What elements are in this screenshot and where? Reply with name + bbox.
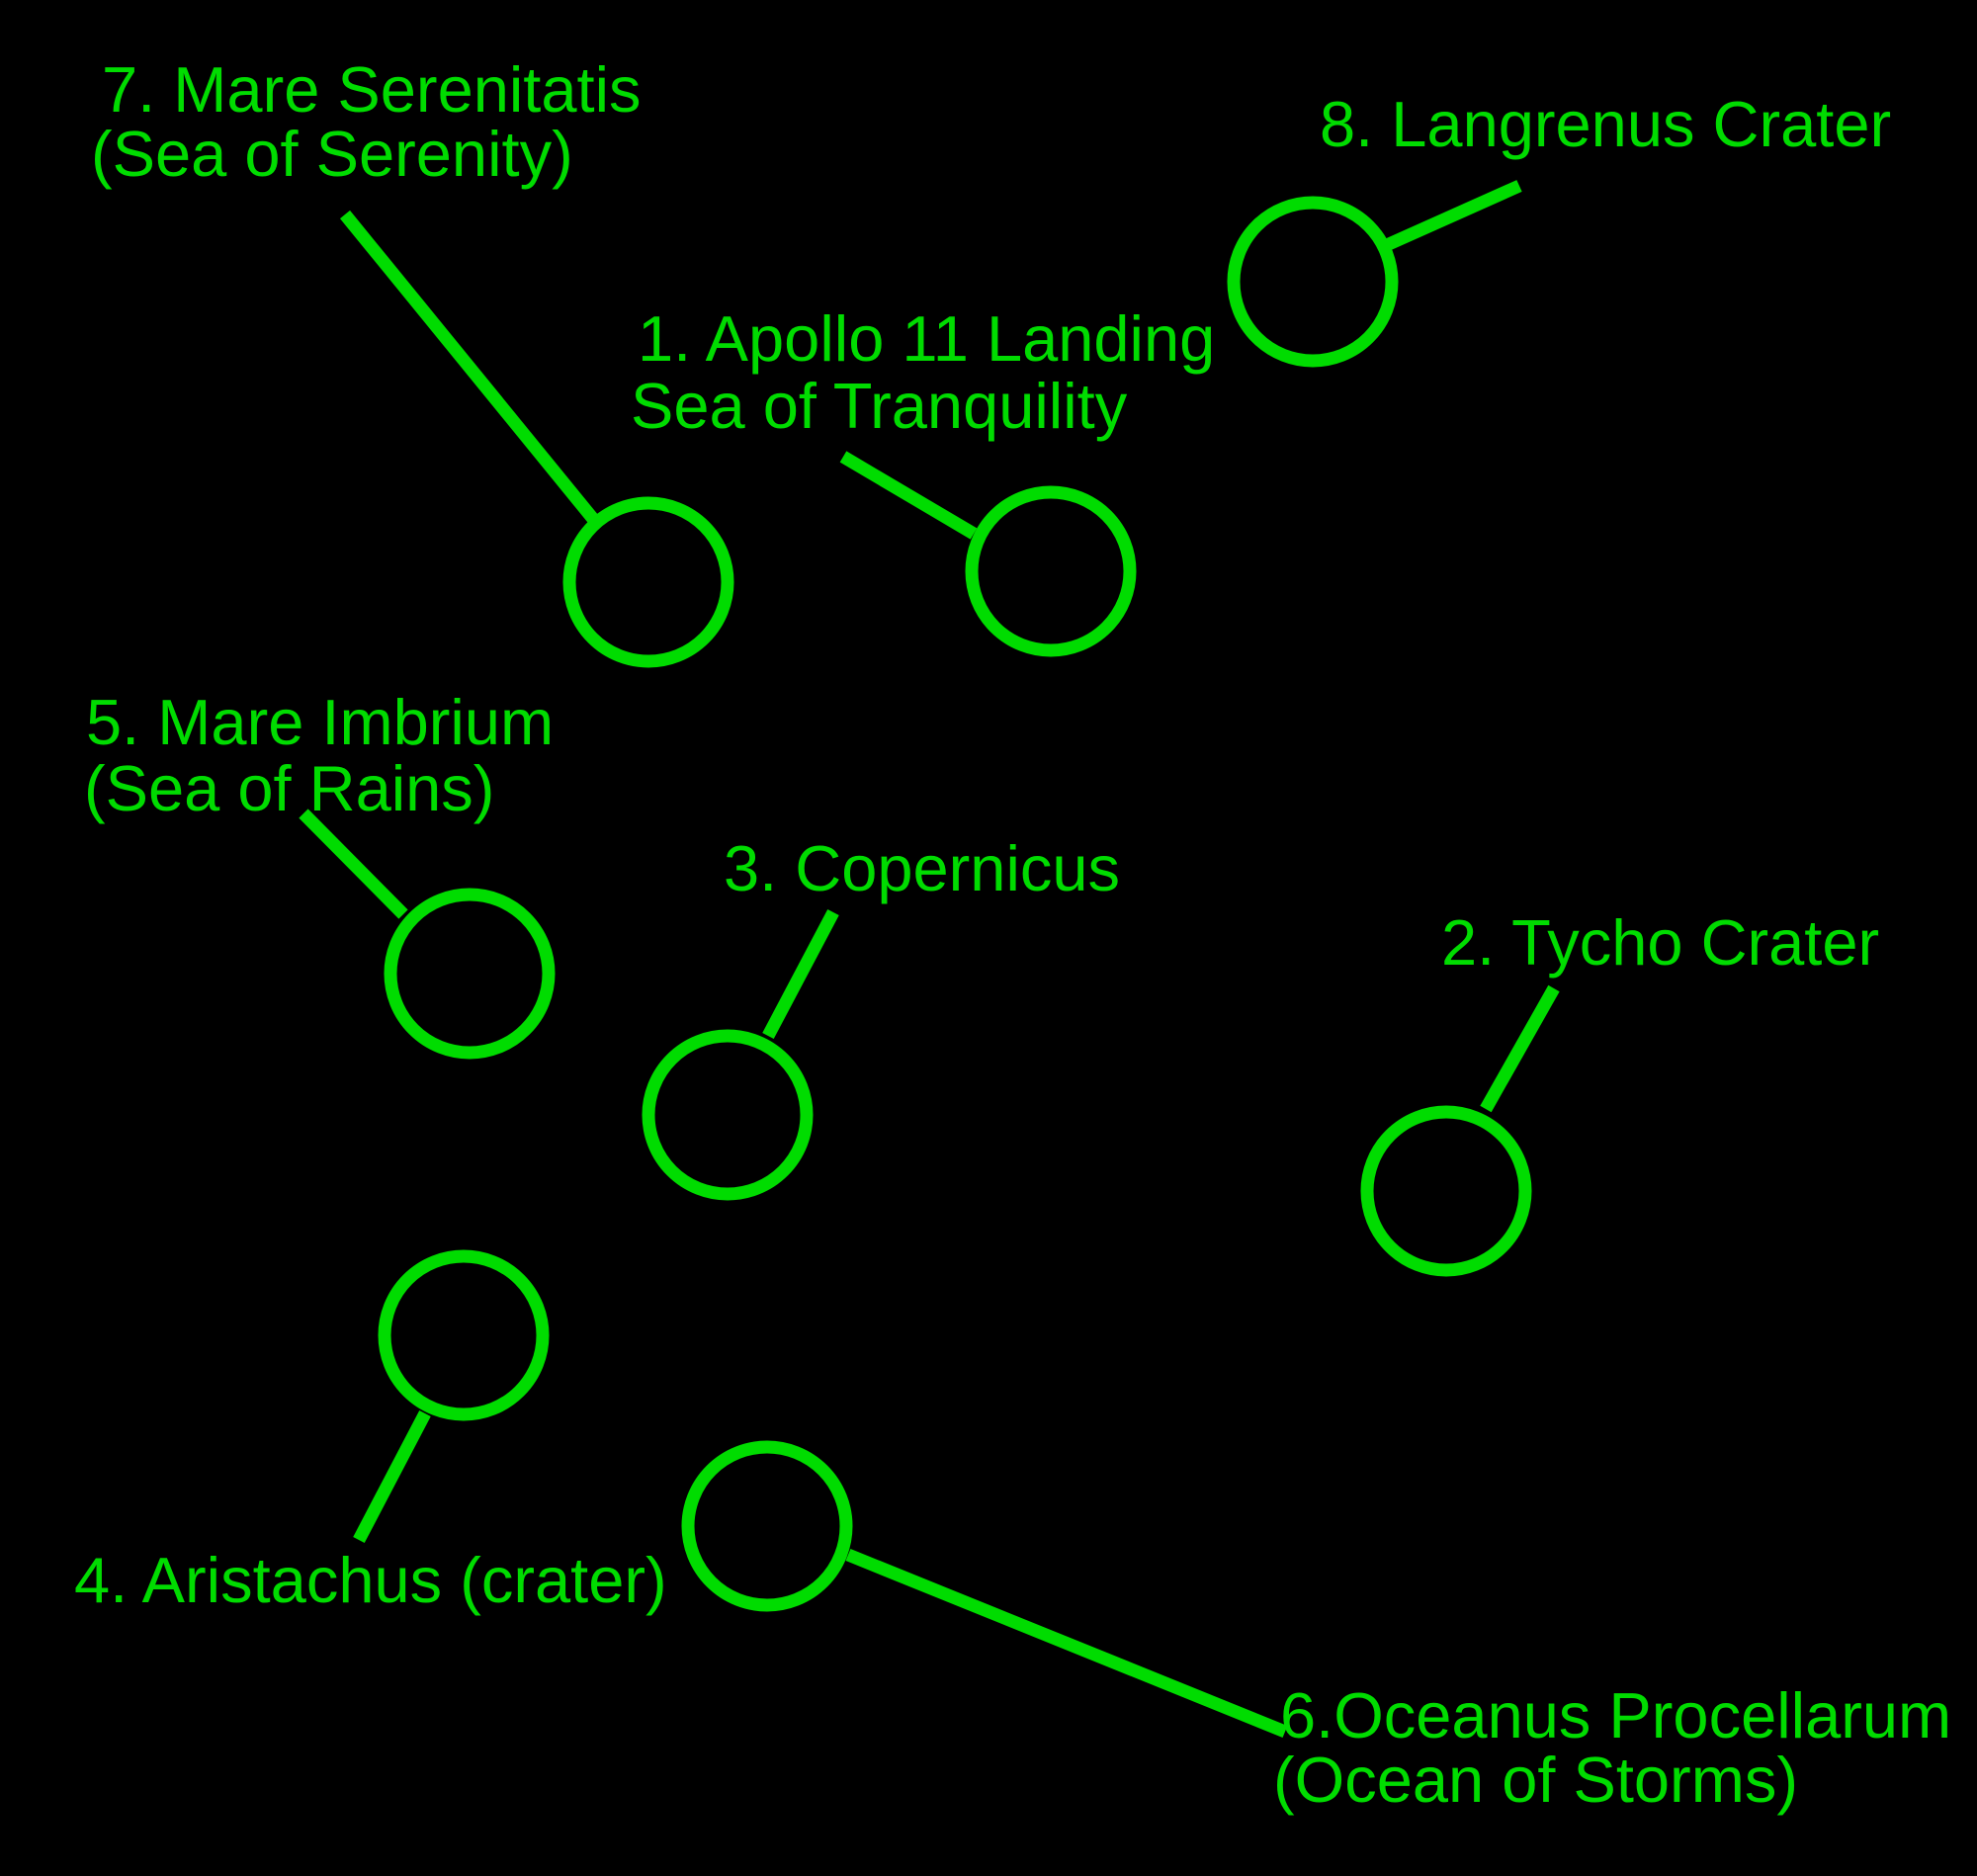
marker-3-leader-line — [762, 908, 839, 1040]
marker-6-circle — [681, 1440, 853, 1612]
marker-7-label-line-1: 7. Mare Serenitatis — [102, 53, 642, 126]
marker-6-label-line-2: (Ocean of Storms) — [1273, 1744, 1798, 1816]
marker-1-label-line-1: 1. Apollo 11 Landing — [638, 302, 1216, 375]
marker-8-circle — [1227, 196, 1399, 368]
marker-7-leader-line — [339, 210, 599, 524]
marker-2-circle — [1360, 1105, 1532, 1277]
marker-5-leader-line — [299, 809, 408, 919]
marker-5-label-line-2: (Sea of Rains) — [84, 752, 495, 824]
marker-8-label-line-1: 8. Langrenus Crater — [1320, 88, 1892, 160]
marker-3-circle — [642, 1029, 814, 1201]
marker-2-leader-line — [1480, 984, 1560, 1113]
marker-6-label-line-1: 6.Oceanus Procellarum — [1280, 1679, 1952, 1751]
marker-5-label-line-1: 5. Mare Imbrium — [86, 686, 555, 758]
marker-4-label-line-1: 4. Aristachus (crater) — [74, 1544, 667, 1616]
marker-1-label-line-2: Sea of Tranquility — [631, 370, 1128, 442]
marker-1-leader-line — [839, 451, 978, 540]
marker-3-label-line-1: 3. Copernicus — [724, 832, 1121, 904]
marker-7-circle — [562, 496, 734, 668]
marker-6-leader-line — [845, 1548, 1288, 1739]
marker-4-circle — [378, 1249, 550, 1421]
marker-8-leader-line — [1386, 180, 1522, 250]
marker-1-circle — [965, 485, 1137, 657]
marker-7-label-line-2: (Sea of Serenity) — [91, 118, 573, 190]
marker-2-label-line-1: 2. Tycho Crater — [1441, 906, 1880, 979]
marker-4-leader-line — [353, 1409, 431, 1544]
marker-5-circle — [384, 888, 556, 1060]
